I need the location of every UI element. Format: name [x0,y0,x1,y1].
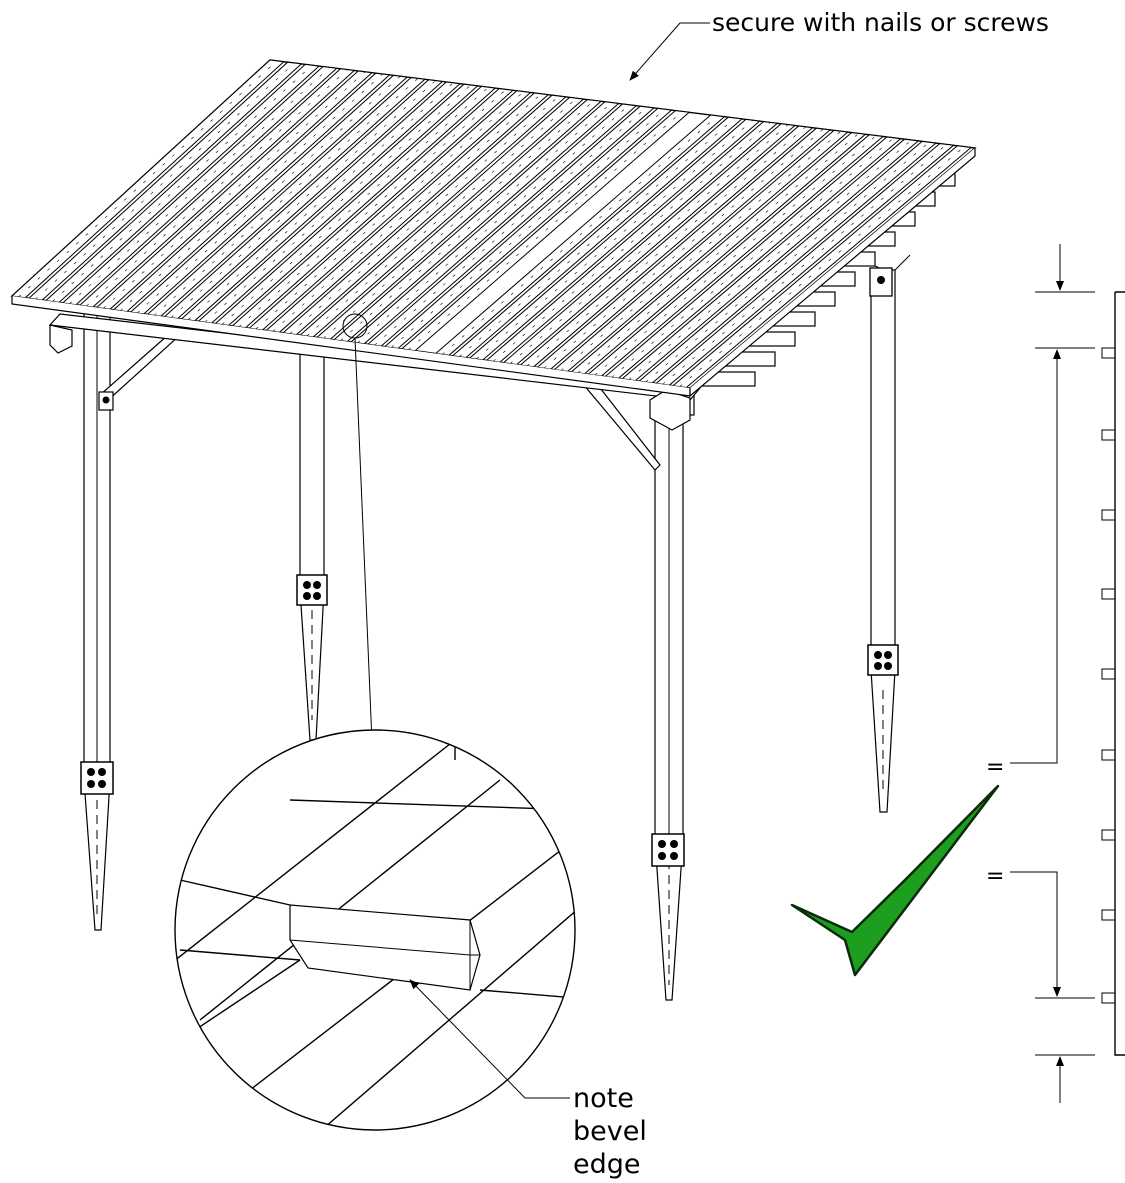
post-front-left [80,299,191,931]
post-bracket [98,391,114,411]
roof-slat-joist-shadow [306,98,577,337]
roof-slat-joist-shadow [357,104,630,344]
post-bracket [80,761,114,795]
roof-slat-joist-shadow [509,124,789,364]
equal-mark-bottom: = [986,864,1004,889]
roof-slat-joist-shadow [526,126,806,367]
post-bracket [651,833,685,867]
roof-slat-joist-shadow [289,95,560,334]
roof-slat [78,68,356,308]
post-back-right [859,254,911,813]
roof-slat [637,140,938,384]
roof-slat [44,63,321,303]
roof-slat [298,96,585,338]
roof-slat-joist-shadow [442,115,718,355]
post-back-left [296,319,328,741]
post-bracket [296,574,328,606]
post-bracket [867,644,899,676]
roof-slat-joist-shadow [340,102,612,341]
roof-slat [129,74,409,315]
roof-slat-joist-shadow [577,133,859,374]
roof-slat-joist-shadow [543,128,824,369]
roof-slat-joist-shadow [476,120,753,360]
roof-slat-joist-shadow [560,131,842,371]
pergola [10,59,977,1001]
roof-slat [383,107,673,349]
roof-slat-joist-shadow [323,100,595,339]
bevel-detail-view [174,729,576,1131]
bevel-note-line2: bevel [573,1116,647,1147]
bevel-note-line3: edge [573,1149,641,1180]
roof-slat [671,145,973,389]
checkmark-icon [790,784,1000,977]
spacing-elevation: = = [986,244,1125,1103]
roof-slat [248,90,532,331]
post-bracket [869,267,893,297]
roof-slat-joist-shadow [611,137,894,378]
roof-slat-joist-shadow [374,106,648,346]
secure-note-label: secure with nails or screws [712,8,1049,37]
roof-slat-joist-shadow [594,135,877,376]
roof-slat [332,101,620,343]
roof-slats [10,59,977,398]
equal-mark-top: = [986,755,1004,780]
roof-slat-joist-shadow [459,117,736,357]
roof-slat-joist-shadow [493,122,771,362]
bevel-note-line1: note [573,1083,634,1114]
roof-slat [163,79,444,320]
roof-slat-joist-shadow [69,67,330,305]
roof-slat [214,85,497,326]
slat-profiles [1101,347,1116,1004]
post-front-right [576,374,695,1001]
